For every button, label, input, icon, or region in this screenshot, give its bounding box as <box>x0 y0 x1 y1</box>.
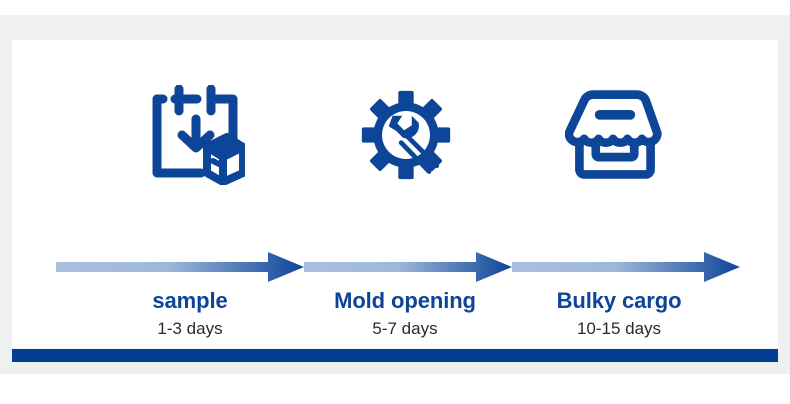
gear-wrench-icon <box>358 87 454 183</box>
arrow-segment-3 <box>512 252 740 282</box>
stage-label-2: Mold opening 5-7 days <box>290 288 520 339</box>
stage-title: Mold opening <box>334 288 476 313</box>
bottom-accent-bar <box>12 349 778 362</box>
stage-icon-2 <box>326 80 486 190</box>
stage-labels: sample 1-3 days Mold opening 5-7 days Bu… <box>12 288 778 350</box>
arrow-segment-1 <box>56 252 304 282</box>
stage-title: sample <box>152 288 228 313</box>
stage-icon-1 <box>117 80 277 190</box>
stage-label-3: Bulky cargo 10-15 days <box>504 288 734 339</box>
stage-duration: 5-7 days <box>372 319 438 338</box>
stage-duration: 1-3 days <box>157 319 223 338</box>
stage-duration: 10-15 days <box>576 319 662 338</box>
arrow-segment-2 <box>304 252 512 282</box>
icon-row <box>12 80 778 190</box>
infographic-card: sample 1-3 days Mold opening 5-7 days Bu… <box>12 40 778 348</box>
stage-icon-3 <box>535 80 695 190</box>
stage-label-1: sample 1-3 days <box>75 288 305 339</box>
stage-title: Bulky cargo <box>556 288 682 313</box>
arrow-band <box>12 243 778 289</box>
calendar-box-icon <box>149 85 245 185</box>
storefront-icon <box>565 86 665 184</box>
